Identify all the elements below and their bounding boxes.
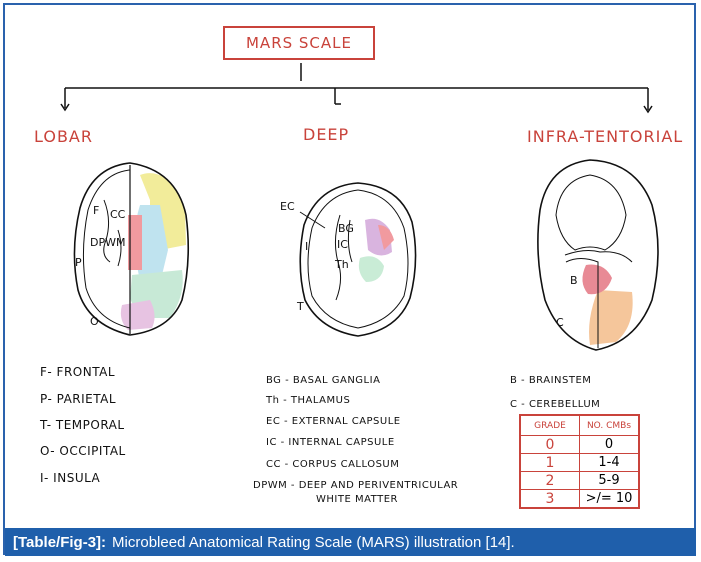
lobar-label-o: O xyxy=(90,315,99,328)
lobar-label-p: P xyxy=(75,256,82,269)
infra-outline xyxy=(537,159,659,351)
lobar-label-dpwm: DPWM xyxy=(90,236,125,249)
thalamus-region xyxy=(358,256,384,282)
cmb-cell: 0 xyxy=(579,435,640,454)
cmb-cell: 1-4 xyxy=(579,453,640,472)
deep-outline xyxy=(299,182,417,337)
figure-caption: [Table/Fig-3]: Microbleed Anatomical Rat… xyxy=(5,528,696,556)
legend-infra-brainstem: B - BRAINSTEM xyxy=(510,375,592,386)
legend-deep-ic: IC - INTERNAL CAPSULE xyxy=(266,437,395,448)
infra-brain-illustration xyxy=(537,159,659,351)
red-area xyxy=(378,225,394,250)
legend-deep-cc: CC - CORPUS CALLOSUM xyxy=(266,459,400,470)
lobar-label-f: F xyxy=(93,204,99,217)
deep-label-bg: BG xyxy=(338,222,354,235)
table-row: 2 5-9 xyxy=(519,471,640,490)
grade-cell: 2 xyxy=(519,471,580,490)
grade-cell: 1 xyxy=(519,453,580,472)
section-deep: DEEP xyxy=(303,125,350,144)
deep-brain-illustration xyxy=(299,182,417,337)
table-header-row: GRADE NO. CMBs xyxy=(519,414,640,436)
legend-lobar-parietal: P- PARIETAL xyxy=(40,392,117,406)
cmb-cell: >/= 10 xyxy=(579,489,640,509)
brainstem-region xyxy=(582,264,612,295)
deep-label-ec: EC xyxy=(280,200,295,213)
section-lobar: LOBAR xyxy=(34,127,93,146)
deep-label-t: T xyxy=(296,300,304,313)
legend-deep-th: Th - THALAMUS xyxy=(266,395,351,406)
table-row: 3 >/= 10 xyxy=(519,489,640,509)
legend-deep-ec: EC - EXTERNAL CAPSULE xyxy=(266,416,401,427)
table-header-grade: GRADE xyxy=(519,414,580,436)
caption-label: [Table/Fig-3]: xyxy=(13,533,107,551)
cmb-cell: 5-9 xyxy=(579,471,640,490)
table-header-cmbs: NO. CMBs xyxy=(579,414,640,436)
occipital-region xyxy=(120,300,155,330)
deep-label-i: I xyxy=(305,240,308,253)
legend-lobar-frontal: F- FRONTAL xyxy=(40,365,116,379)
table-row: 0 0 xyxy=(519,435,640,454)
legend-lobar-temporal: T- TEMPORAL xyxy=(40,418,125,432)
caption-text: Microbleed Anatomical Rating Scale (MARS… xyxy=(112,533,515,551)
section-infra-tentorial: INFRA-TENTORIAL xyxy=(527,127,684,146)
legend-deep-dpwm: DPWM - DEEP AND PERIVENTRICULAR xyxy=(253,480,459,491)
mars-scale-title-box: MARS SCALE xyxy=(223,26,375,60)
deep-label-ic: IC xyxy=(337,238,348,251)
parietal-region xyxy=(135,205,168,280)
infra-label-b: B xyxy=(570,274,578,287)
cerebellum-region xyxy=(589,290,633,345)
legend-lobar-insula: I- INSULA xyxy=(40,471,101,485)
legend-lobar-occipital: O- OCCIPITAL xyxy=(40,444,126,458)
infra-label-c: C xyxy=(556,316,564,329)
mars-scale-title: MARS SCALE xyxy=(245,34,352,52)
legend-deep-dpwm-cont: WHITE MATTER xyxy=(316,494,398,505)
table-row: 1 1-4 xyxy=(519,453,640,472)
lobar-brain-illustration xyxy=(73,162,190,336)
red-region xyxy=(128,215,142,270)
lobar-label-cc: CC xyxy=(110,208,126,221)
deep-label-th: Th xyxy=(334,258,349,271)
grade-cell: 3 xyxy=(519,489,580,509)
tree-connectors xyxy=(60,63,653,114)
grade-table: GRADE NO. CMBs 0 0 1 1-4 2 5-9 3 >/= 10 xyxy=(519,414,640,509)
lobar-outline xyxy=(73,162,190,336)
legend-deep-bg: BG - BASAL GANGLIA xyxy=(266,375,381,386)
grade-cell: 0 xyxy=(519,435,580,454)
legend-infra-cerebellum: C - CEREBELLUM xyxy=(510,399,601,410)
